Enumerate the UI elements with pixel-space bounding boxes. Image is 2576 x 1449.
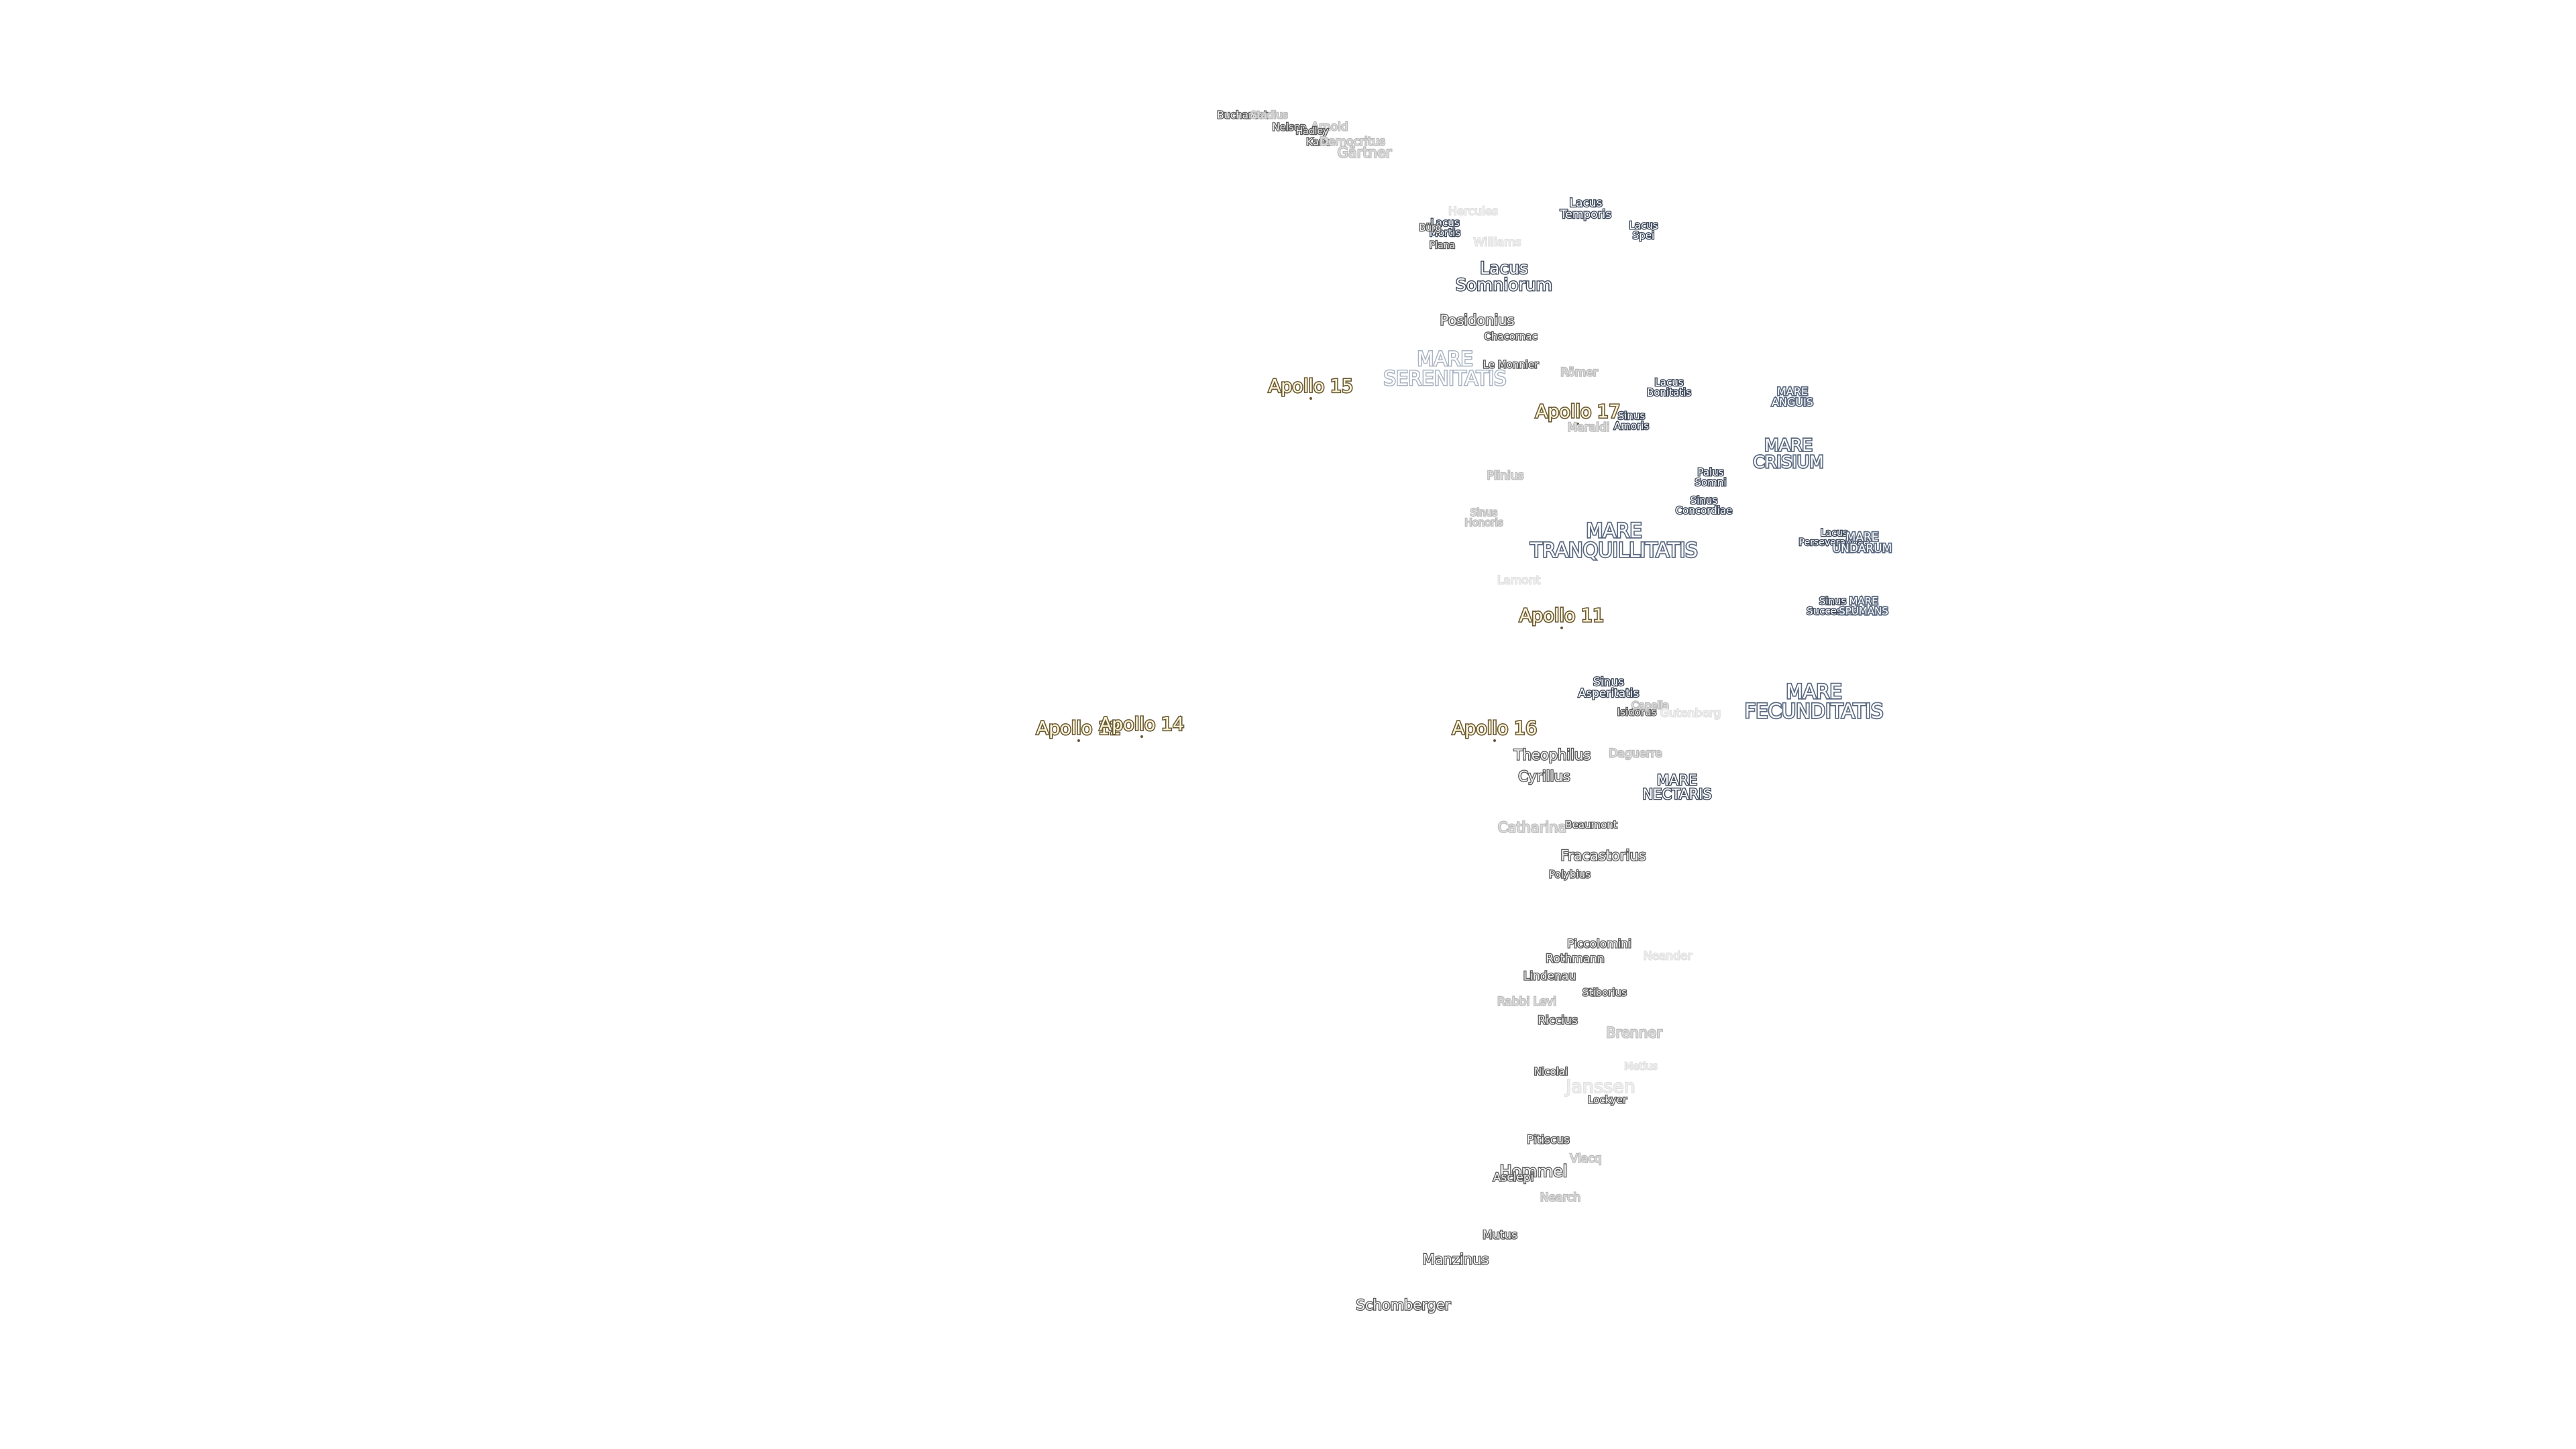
lacus-label-mortis[interactable]: Lacus Mortis (1429, 217, 1462, 239)
apollo-16-label[interactable]: Apollo 16 (1451, 718, 1538, 739)
mare-label-fecunditatis[interactable]: MARE FECUNDITATIS (1743, 680, 1884, 722)
crater-label-catharina[interactable]: Catharina (1497, 819, 1568, 836)
sinus-label-asperitatis[interactable]: Sinus Asperitatis (1577, 676, 1640, 700)
crater-label-democritus[interactable]: Democritus (1319, 135, 1386, 149)
crater-label-beaumont[interactable]: Beaumont (1564, 818, 1618, 831)
crater-label-lockyer[interactable]: Lockyer (1587, 1093, 1628, 1106)
palus-label-somni[interactable]: Palus Somni (1694, 466, 1727, 488)
crater-label-schomberger[interactable]: Schomberger (1355, 1297, 1451, 1313)
crater-label-hommel[interactable]: Hommel (1499, 1162, 1568, 1181)
crater-label-plana[interactable]: Plana (1428, 240, 1456, 252)
lacus-label-temporis[interactable]: Lacus Temporis (1559, 197, 1612, 221)
sinus-label-honoris[interactable]: Sinus Honoris (1464, 506, 1504, 529)
apollo-17-site-marker[interactable] (1576, 423, 1579, 425)
apollo-15-label[interactable]: Apollo 15 (1267, 376, 1354, 397)
apollo-11-label[interactable]: Apollo 11 (1518, 605, 1605, 627)
sinus-label-successus[interactable]: Sinus Successus (1806, 595, 1860, 617)
crater-label-capella[interactable]: Capella (1631, 699, 1670, 712)
lacus-label-spei[interactable]: Lacus Spei (1628, 219, 1659, 241)
crater-label-stiborius[interactable]: Stiborius (1582, 986, 1628, 999)
apollo-14-label[interactable]: Apollo 14 (1098, 714, 1185, 735)
crater-label-maraldi[interactable]: Maraldi (1566, 421, 1610, 435)
lacus-label-perseverantiae[interactable]: Lacus Perseverantiae (1798, 528, 1870, 549)
crater-label-mutus[interactable]: Mutus (1482, 1228, 1518, 1242)
crater-label-riccius[interactable]: Riccius (1537, 1014, 1578, 1028)
sinus-label-concordiae[interactable]: Sinus Concordiae (1674, 494, 1733, 517)
crater-label-rabbi-levi[interactable]: Rabbi Levi (1497, 995, 1557, 1009)
crater-label-williams[interactable]: Williams (1472, 235, 1521, 250)
crater-label-theophilus[interactable]: Theophilus (1513, 747, 1591, 763)
mare-label-nectaris[interactable]: MARE NECTARIS (1642, 772, 1713, 802)
crater-label-metius[interactable]: Metius (1623, 1060, 1658, 1073)
crater-label-stadius[interactable]: Stadius (1250, 109, 1289, 121)
crater-label-neander[interactable]: Neander (1643, 949, 1693, 963)
crater-label-lindenau[interactable]: Lindenau (1523, 969, 1577, 983)
crater-label-rothmann[interactable]: Rothmann (1545, 952, 1605, 966)
crater-label-kane[interactable]: Kane (1305, 136, 1332, 148)
sinus-label-amoris[interactable]: Sinus Amoris (1613, 410, 1650, 432)
crater-label-chacornac[interactable]: Chacornac (1483, 330, 1538, 343)
apollo-14-site-marker[interactable] (1140, 735, 1143, 738)
crater-label-nearch[interactable]: Nearch (1540, 1191, 1582, 1205)
mare-label-tranquillitatis[interactable]: MARE TRANQUILLITATIS (1529, 519, 1699, 561)
crater-label-manzinus[interactable]: Manzinus (1421, 1251, 1489, 1268)
apollo-11-site-marker[interactable] (1560, 627, 1563, 629)
crater-label-cyrillus[interactable]: Cyrillus (1517, 768, 1571, 785)
crater-label-isidorus[interactable]: Isidorus (1616, 706, 1657, 718)
crater-label-gutenberg[interactable]: Gutenberg (1660, 706, 1722, 720)
crater-label-bucharest[interactable]: Bucharest (1216, 109, 1269, 121)
crater-label-hadley[interactable]: Hadley (1295, 126, 1329, 138)
crater-label-lamont[interactable]: Lamont (1497, 574, 1541, 588)
apollo-17-label[interactable]: Apollo 17 (1534, 401, 1621, 423)
crater-label-fracastorius[interactable]: Fracastorius (1560, 847, 1647, 864)
crater-label-daguerre[interactable]: Daguerre (1608, 747, 1663, 761)
crater-label-nelson[interactable]: Nelson (1271, 121, 1307, 133)
crater-label-polybius[interactable]: Polybius (1548, 868, 1591, 881)
mare-label-serenitatis[interactable]: MARE SERENITATIS (1383, 347, 1507, 390)
crater-label-piccolomini[interactable]: Piccolomini (1566, 937, 1632, 951)
crater-label-burg[interactable]: Bürg (1418, 223, 1442, 234)
apollo-12-label[interactable]: Apollo 12 (1035, 718, 1122, 739)
crater-label-plinius[interactable]: Plinius (1486, 469, 1524, 483)
crater-label-arnold[interactable]: Arnold (1310, 120, 1348, 134)
crater-label-gartner[interactable]: Gärtner (1336, 144, 1392, 161)
mare-label-anguis[interactable]: MARE ANGUIS (1770, 385, 1814, 409)
crater-label-brenner[interactable]: Brenner (1605, 1024, 1663, 1041)
crater-label-hercules[interactable]: Hercules (1448, 205, 1499, 219)
crater-label-asclepi[interactable]: Asclepi (1492, 1171, 1534, 1185)
crater-label-posidonius[interactable]: Posidonius (1439, 312, 1515, 329)
lacus-label-somniorum[interactable]: Lacus Somniorum (1455, 258, 1554, 294)
mare-label-undarum[interactable]: MARE UNDARUM (1831, 531, 1893, 555)
crater-label-romer[interactable]: Römer (1560, 366, 1599, 380)
crater-label-le-monnier[interactable]: Le Monnier (1482, 358, 1539, 371)
mare-label-spumans[interactable]: MARE SPUMANS (1838, 595, 1890, 617)
mare-label-crisium[interactable]: MARE CRISIUM (1752, 435, 1825, 472)
apollo-12-site-marker[interactable] (1077, 739, 1080, 742)
crater-label-janssen[interactable]: Janssen (1565, 1076, 1635, 1097)
crater-label-nicolai[interactable]: Nicolai (1534, 1065, 1569, 1078)
crater-label-pitiscus[interactable]: Pitiscus (1526, 1133, 1570, 1147)
crater-label-vlacq[interactable]: Vlacq (1569, 1152, 1602, 1166)
lacus-label-bonitatis[interactable]: Lacus Bonitatis (1646, 376, 1693, 398)
apollo-16-site-marker[interactable] (1493, 739, 1496, 742)
apollo-15-site-marker[interactable] (1309, 397, 1312, 400)
